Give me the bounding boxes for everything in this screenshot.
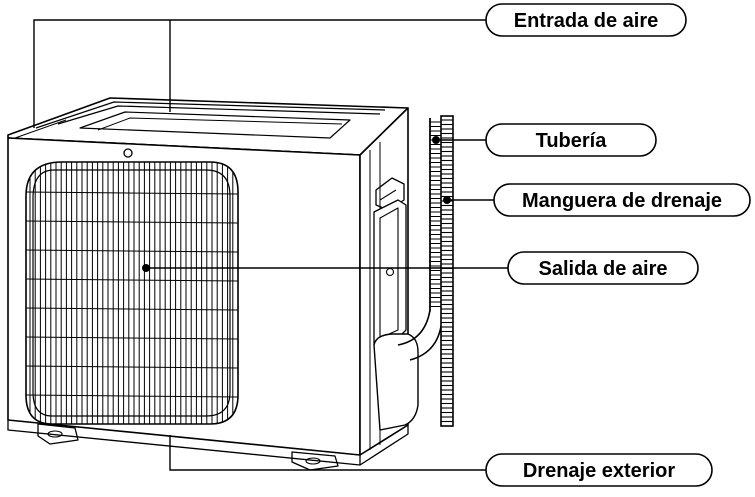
side-handle	[375, 177, 405, 211]
service-valve-cover	[373, 199, 407, 346]
top-screw-icon	[123, 148, 133, 158]
label-outdoor-drain: Drenaje exterior	[523, 460, 676, 482]
air-outlet-dot	[142, 264, 150, 272]
piping-assembly	[397, 115, 454, 427]
label-air-outlet: Salida de aire	[539, 258, 668, 280]
label-piping: Tubería	[536, 130, 608, 152]
callout-drain-hose: Manguera de drenaje	[493, 183, 751, 217]
drain-hose	[440, 115, 454, 427]
callout-dots	[142, 136, 451, 272]
label-air-intake: Entrada de aire	[514, 10, 659, 32]
callout-outdoor-drain: Drenaje exterior	[485, 453, 713, 487]
callout-piping: Tubería	[485, 123, 657, 157]
label-drain-hose: Manguera de drenaje	[522, 190, 722, 212]
callout-lines	[33, 19, 508, 471]
left-foot	[37, 423, 79, 445]
callout-air-outlet: Salida de aire	[507, 251, 699, 285]
fan-grill	[25, 161, 239, 425]
callout-air-intake: Entrada de aire	[485, 3, 687, 37]
drain-hose-dot	[443, 196, 451, 204]
piping-dot	[432, 136, 440, 144]
